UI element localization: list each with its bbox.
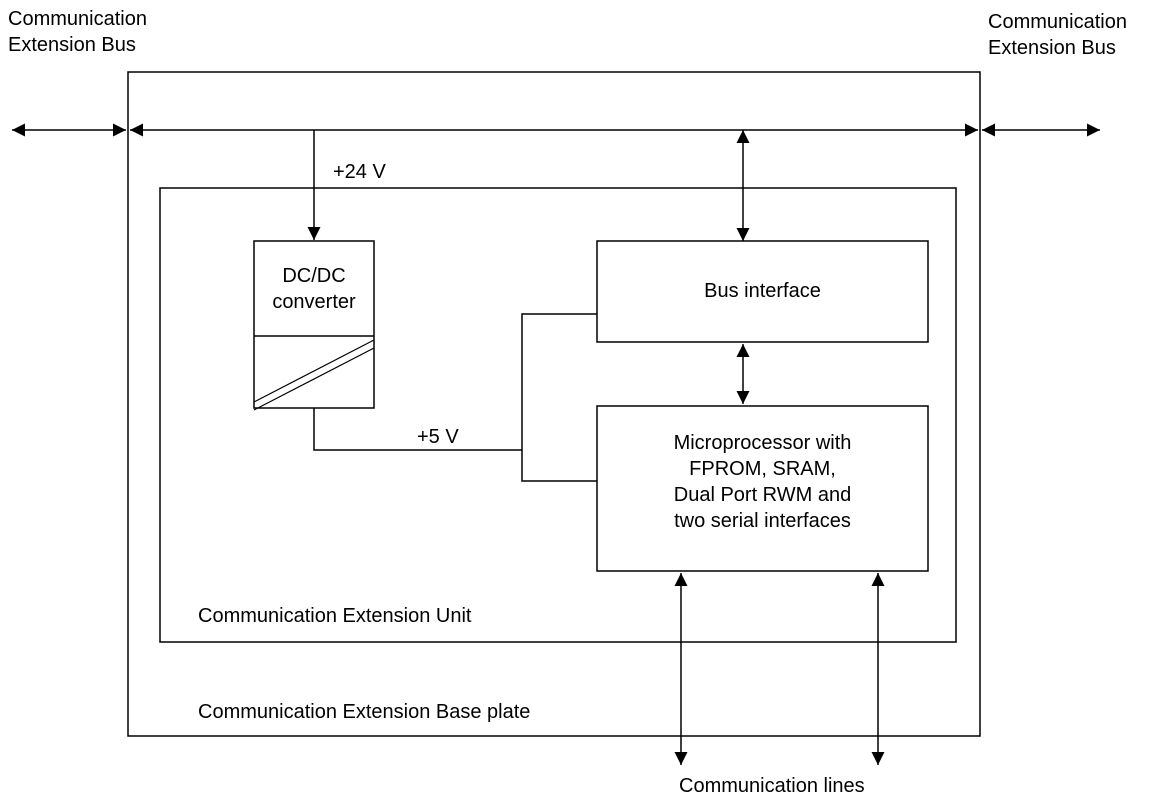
dcdc-label-line1: DC/DC bbox=[282, 265, 346, 287]
microprocessor-box bbox=[596, 405, 929, 572]
unit-box bbox=[159, 187, 957, 643]
base-plate-label: Communication Extension Base plate bbox=[198, 701, 531, 723]
micro-label-line4: two serial interfaces bbox=[674, 510, 851, 532]
micro-label-line1: Microprocessor with bbox=[673, 432, 852, 454]
bus-label-right: Communication Extension Bus bbox=[988, 9, 1127, 61]
dcdc-label-line2: converter bbox=[272, 291, 356, 313]
bus-label-right-line2: Extension Bus bbox=[988, 37, 1116, 59]
bus-interface-label: Bus interface bbox=[704, 280, 821, 302]
dcdc-converter-label: DC/DC converter bbox=[254, 263, 374, 315]
micro-label-line3: Dual Port RWM and bbox=[673, 484, 852, 506]
bus-label-left: Communication Extension Bus bbox=[8, 6, 147, 58]
microprocessor-label: Microprocessor with FPROM, SRAM, Dual Po… bbox=[597, 430, 928, 534]
bus-label-left-line1: Communication bbox=[8, 8, 147, 30]
voltage-5v-label: +5 V bbox=[417, 426, 459, 448]
bus-label-left-line2: Extension Bus bbox=[8, 34, 136, 56]
power-5v-bus-wire bbox=[521, 313, 597, 482]
bus-label-right-line1: Communication bbox=[988, 11, 1127, 33]
comm-lines-label: Communication lines bbox=[679, 775, 865, 797]
base-plate-box bbox=[127, 71, 981, 737]
power-5v-wire bbox=[313, 408, 522, 451]
bus-interface-box bbox=[596, 240, 929, 343]
unit-label: Communication Extension Unit bbox=[198, 605, 472, 627]
dcdc-symbol-line-2 bbox=[253, 347, 375, 411]
dcdc-symbol-line-1 bbox=[253, 339, 375, 403]
voltage-24v-label: +24 V bbox=[333, 161, 386, 183]
micro-label-line2: FPROM, SRAM, bbox=[689, 458, 836, 480]
